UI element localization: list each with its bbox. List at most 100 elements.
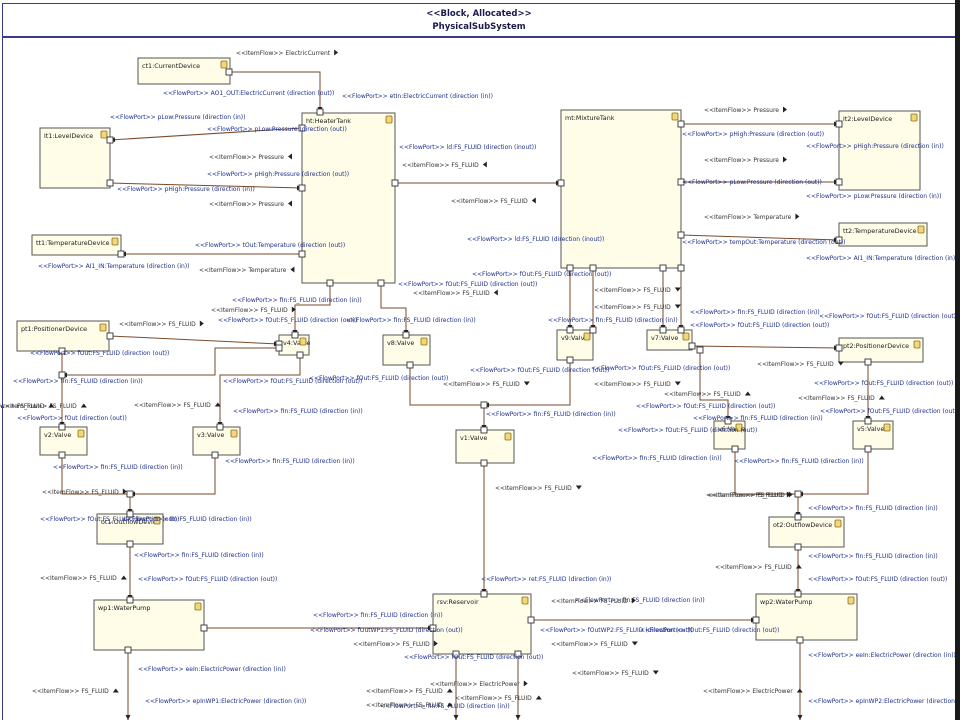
block-rsv[interactable]: rsv:Reservoir	[432, 593, 532, 655]
flow-port[interactable]	[677, 120, 685, 128]
flow-port[interactable]	[677, 264, 685, 272]
block-lt1[interactable]: lt1:LevelDevice	[39, 127, 111, 189]
connector-9[interactable]	[380, 283, 407, 335]
flow-port[interactable]	[316, 108, 324, 116]
flow-port[interactable]	[677, 231, 685, 239]
flow-port[interactable]	[677, 178, 685, 186]
block-tt1[interactable]: tt1:TemperatureDevice	[31, 234, 122, 256]
flow-port[interactable]	[688, 342, 696, 350]
connector-22[interactable]	[699, 350, 729, 421]
connector-18[interactable]	[62, 347, 279, 376]
flow-port[interactable]	[124, 646, 132, 654]
flow-port[interactable]	[864, 358, 872, 366]
block-ot2[interactable]: ot2:OutflowDevice	[768, 516, 845, 548]
block-v4[interactable]: v4:Valve	[278, 334, 310, 356]
block-v8[interactable]: v8:Valve	[382, 334, 431, 366]
flow-port[interactable]	[126, 596, 134, 604]
flow-port[interactable]	[659, 264, 667, 272]
flow-port[interactable]	[835, 236, 843, 244]
connector-29[interactable]	[798, 449, 869, 495]
connector-10[interactable]	[294, 283, 331, 335]
flow-port[interactable]	[216, 423, 224, 431]
flow-port[interactable]	[480, 401, 488, 409]
flow-port[interactable]	[126, 490, 134, 498]
flow-port[interactable]	[589, 264, 597, 272]
flow-port[interactable]	[58, 347, 66, 355]
flow-port[interactable]	[566, 356, 574, 364]
block-wp1[interactable]: wp1:WaterPump	[93, 599, 205, 651]
flow-port[interactable]	[296, 351, 304, 359]
flow-port[interactable]	[731, 445, 739, 453]
flow-port[interactable]	[794, 490, 802, 498]
flow-port[interactable]	[106, 332, 114, 340]
flow-port[interactable]	[677, 326, 685, 334]
block-ct1[interactable]: ct1:CurrentDevice	[137, 57, 231, 85]
block-v7[interactable]: v7:Valve	[646, 329, 693, 351]
connector-8[interactable]	[680, 234, 840, 241]
flow-port[interactable]	[406, 361, 414, 369]
flow-port[interactable]	[58, 371, 66, 379]
flow-port[interactable]	[117, 250, 125, 258]
flow-port[interactable]	[106, 136, 114, 144]
connector-1[interactable]	[229, 71, 321, 112]
flow-port[interactable]	[864, 417, 872, 425]
flow-port[interactable]	[200, 624, 208, 632]
connector-15[interactable]	[109, 335, 280, 345]
flow-port[interactable]	[696, 346, 704, 354]
flow-port[interactable]	[480, 426, 488, 434]
flow-port[interactable]	[211, 451, 219, 459]
flow-port[interactable]	[794, 543, 802, 551]
block-v1[interactable]: v1:Valve	[455, 429, 515, 464]
connector-28[interactable]	[734, 449, 799, 517]
block-v5[interactable]: v5:Valve	[852, 420, 894, 450]
flow-port[interactable]	[659, 326, 667, 334]
flow-port[interactable]	[126, 540, 134, 548]
block-mt[interactable]: mt:MixtureTank	[560, 109, 682, 269]
block-v2[interactable]: v2:Valve	[39, 426, 88, 456]
flow-port[interactable]	[326, 279, 334, 287]
flow-port[interactable]	[835, 120, 843, 128]
flow-port[interactable]	[796, 636, 804, 644]
block-v6[interactable]: v6:Valve	[713, 420, 746, 450]
flow-port[interactable]	[377, 279, 385, 287]
flow-port[interactable]	[589, 326, 597, 334]
flow-port[interactable]	[527, 616, 535, 624]
flow-port[interactable]	[298, 250, 306, 258]
flow-port[interactable]	[794, 590, 802, 598]
flow-port[interactable]	[402, 331, 410, 339]
flow-port[interactable]	[58, 451, 66, 459]
flow-port[interactable]	[835, 178, 843, 186]
block-pt1[interactable]: pt1:PositionerDevice	[16, 320, 110, 352]
block-v9[interactable]: v9:Valve	[556, 329, 594, 361]
block-tt2[interactable]: tt2:TemperatureDevice	[838, 222, 928, 247]
connector-24[interactable]	[61, 455, 131, 514]
connector-21[interactable]	[691, 345, 840, 349]
flow-port[interactable]	[752, 616, 760, 624]
flow-port[interactable]	[429, 624, 437, 632]
flow-port[interactable]	[480, 590, 488, 598]
connector-20[interactable]	[484, 360, 571, 406]
connector-17[interactable]	[219, 355, 301, 427]
flow-port[interactable]	[835, 344, 843, 352]
connector-19[interactable]	[409, 365, 485, 430]
flow-port[interactable]	[480, 459, 488, 467]
flow-port[interactable]	[291, 331, 299, 339]
flow-port[interactable]	[391, 179, 399, 187]
flow-port[interactable]	[864, 445, 872, 453]
flow-port[interactable]	[566, 326, 574, 334]
block-v3[interactable]: v3:Valve	[192, 426, 241, 456]
flow-port[interactable]	[225, 68, 233, 76]
connector-2[interactable]	[109, 127, 303, 141]
flow-port[interactable]	[724, 417, 732, 425]
flow-port[interactable]	[794, 513, 802, 521]
block-ht[interactable]: ht:HeaterTank	[301, 112, 396, 284]
block-wp2[interactable]: wp2:WaterPump	[755, 593, 858, 641]
flow-port[interactable]	[126, 510, 134, 518]
block-lt2[interactable]: lt2:LevelDevice	[838, 110, 921, 191]
connector-25[interactable]	[130, 455, 216, 495]
flow-port[interactable]	[566, 264, 574, 272]
flow-port[interactable]	[298, 124, 306, 132]
flow-port[interactable]	[452, 650, 460, 658]
block-pt2[interactable]: pt2:PositionerDevice	[838, 337, 924, 363]
connector-3[interactable]	[109, 182, 303, 189]
